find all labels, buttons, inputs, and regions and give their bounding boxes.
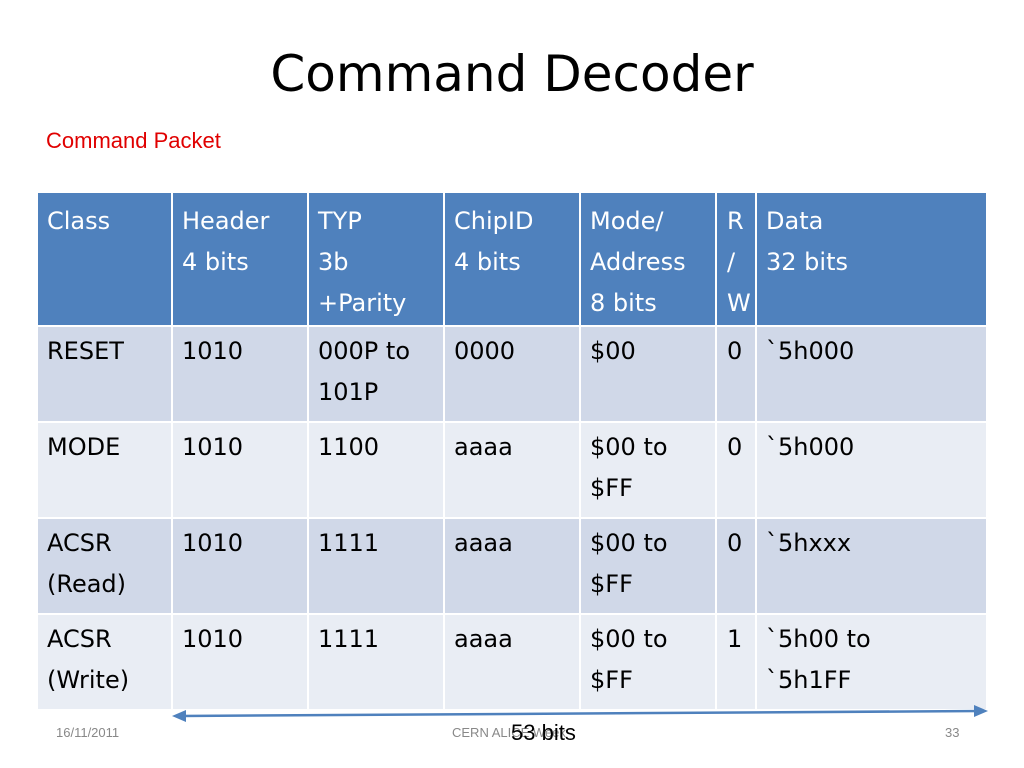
cell-class: ACSR (Read) [36, 517, 173, 615]
table-row: ACSR (Read) 1010 1111 aaaa $00 to $FF 0 … [36, 517, 988, 615]
cell-rw: 0 [715, 421, 757, 519]
cell-class: RESET [36, 325, 173, 423]
cell-chipid: aaaa [443, 421, 581, 519]
cell-typ: 000P to 101P [307, 325, 445, 423]
cell-header: 1010 [171, 613, 309, 711]
cell-chipid: aaaa [443, 517, 581, 615]
cell-chipid: aaaa [443, 613, 581, 711]
cell-address: $00 to $FF [579, 517, 717, 615]
header-mode-address: Mode/ Address 8 bits [579, 191, 717, 327]
table-row: MODE 1010 1100 aaaa $00 to $FF 0 `5h000 [36, 421, 988, 519]
cell-address: $00 to $FF [579, 613, 717, 711]
cell-typ: 1111 [307, 517, 445, 615]
bit-span-arrow [172, 705, 988, 722]
command-table: Class Header 4 bits TYP 3b +Parity ChipI… [36, 191, 988, 711]
slide-title: Command Decoder [270, 45, 754, 103]
cell-rw: 1 [715, 613, 757, 711]
command-packet-label: Command Packet [46, 128, 221, 153]
footer-event: CERN ALICE Week [452, 725, 566, 740]
cell-header: 1010 [171, 421, 309, 519]
cell-data: `5hxxx [755, 517, 988, 615]
cell-header: 1010 [171, 325, 309, 423]
header-class: Class [36, 191, 173, 327]
footer-date: 16/11/2011 [56, 725, 120, 740]
page-number: 33 [945, 725, 960, 740]
cell-class: ACSR (Write) [36, 613, 173, 711]
header-header-bits: Header 4 bits [171, 191, 309, 327]
cell-rw: 0 [715, 325, 757, 423]
table-row: RESET 1010 000P to 101P 0000 $00 0 `5h00… [36, 325, 988, 423]
table-header-row: Class Header 4 bits TYP 3b +Parity ChipI… [36, 191, 988, 327]
cell-data: `5h000 [755, 325, 988, 423]
cell-data: `5h000 [755, 421, 988, 519]
cell-typ: 1111 [307, 613, 445, 711]
cell-header: 1010 [171, 517, 309, 615]
header-data: Data 32 bits [755, 191, 988, 327]
table-row: ACSR (Write) 1010 1111 aaaa $00 to $FF 1… [36, 613, 988, 711]
header-chipid: ChipID 4 bits [443, 191, 581, 327]
cell-chipid: 0000 [443, 325, 581, 423]
cell-rw: 0 [715, 517, 757, 615]
cell-typ: 1100 [307, 421, 445, 519]
cell-class: MODE [36, 421, 173, 519]
cell-address: $00 to $FF [579, 421, 717, 519]
cell-address: $00 [579, 325, 717, 423]
header-rw: R / W [715, 191, 757, 327]
cell-data: `5h00 to `5h1FF [755, 613, 988, 711]
header-typ: TYP 3b +Parity [307, 191, 445, 327]
bits-label: 53 bits [511, 720, 576, 745]
